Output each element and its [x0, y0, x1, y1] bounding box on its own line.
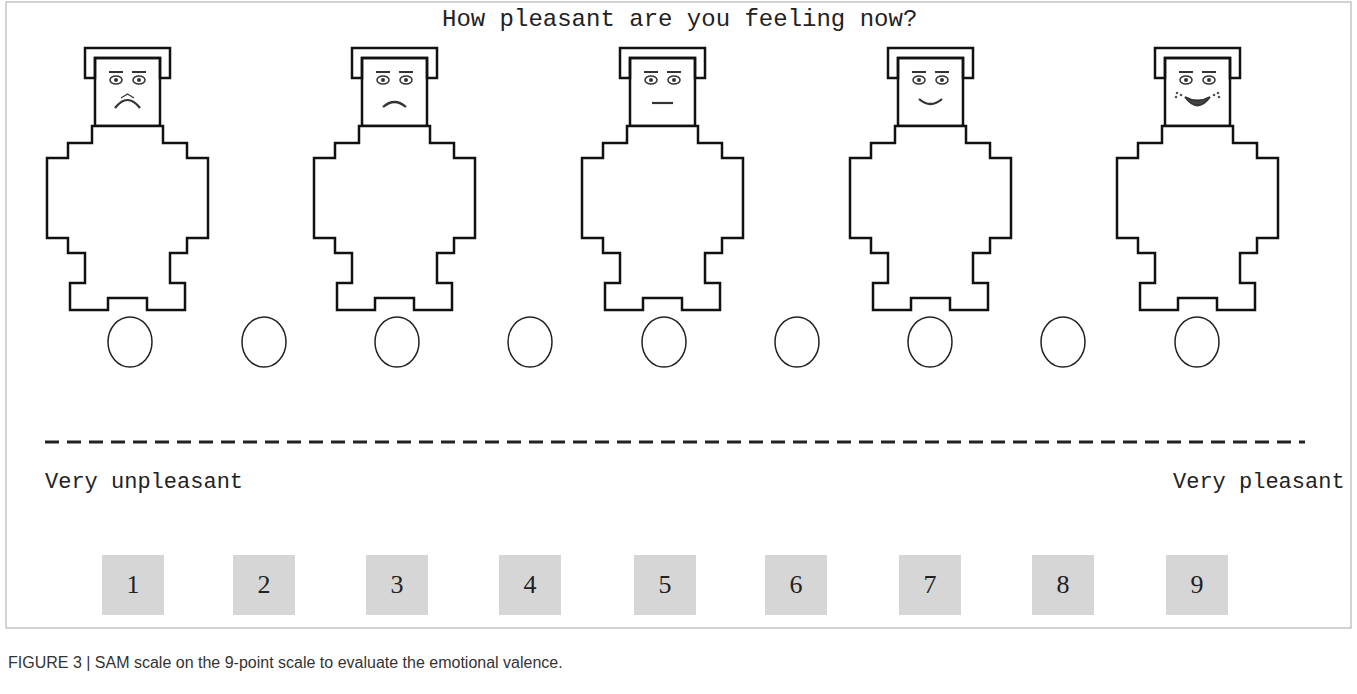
rating-number: 6	[790, 572, 803, 598]
rating-number: 1	[127, 572, 140, 598]
figure-title: How pleasant are you feeling now?	[442, 6, 917, 33]
manikin-1	[47, 48, 208, 310]
rating-box: 8	[1032, 555, 1094, 615]
scale-end-label: Very pleasant	[1173, 470, 1345, 495]
figure-caption: FIGURE 3 | SAM scale on the 9-point scal…	[8, 654, 563, 672]
dashed-divider	[45, 441, 1305, 444]
rating-number: 2	[258, 572, 271, 598]
rating-box: 1	[102, 555, 164, 615]
rating-box: 6	[765, 555, 827, 615]
figure-frame	[6, 2, 1351, 628]
rating-number: 3	[391, 572, 404, 598]
rating-number: 8	[1057, 572, 1070, 598]
rating-box: 9	[1166, 555, 1228, 615]
manikin-5	[1117, 48, 1278, 310]
rating-number: 7	[924, 572, 937, 598]
rating-box: 5	[634, 555, 696, 615]
rating-number: 9	[1191, 572, 1204, 598]
rating-number: 5	[659, 572, 672, 598]
manikin-4	[850, 48, 1011, 310]
rating-number: 4	[524, 572, 537, 598]
rating-box: 2	[233, 555, 295, 615]
manikin-3	[582, 48, 743, 310]
rating-box: 3	[366, 555, 428, 615]
rating-circles	[108, 317, 1219, 367]
manikin-2	[314, 48, 475, 310]
rating-box: 4	[499, 555, 561, 615]
scale-end-label: Very unpleasant	[45, 470, 243, 495]
rating-box: 7	[899, 555, 961, 615]
